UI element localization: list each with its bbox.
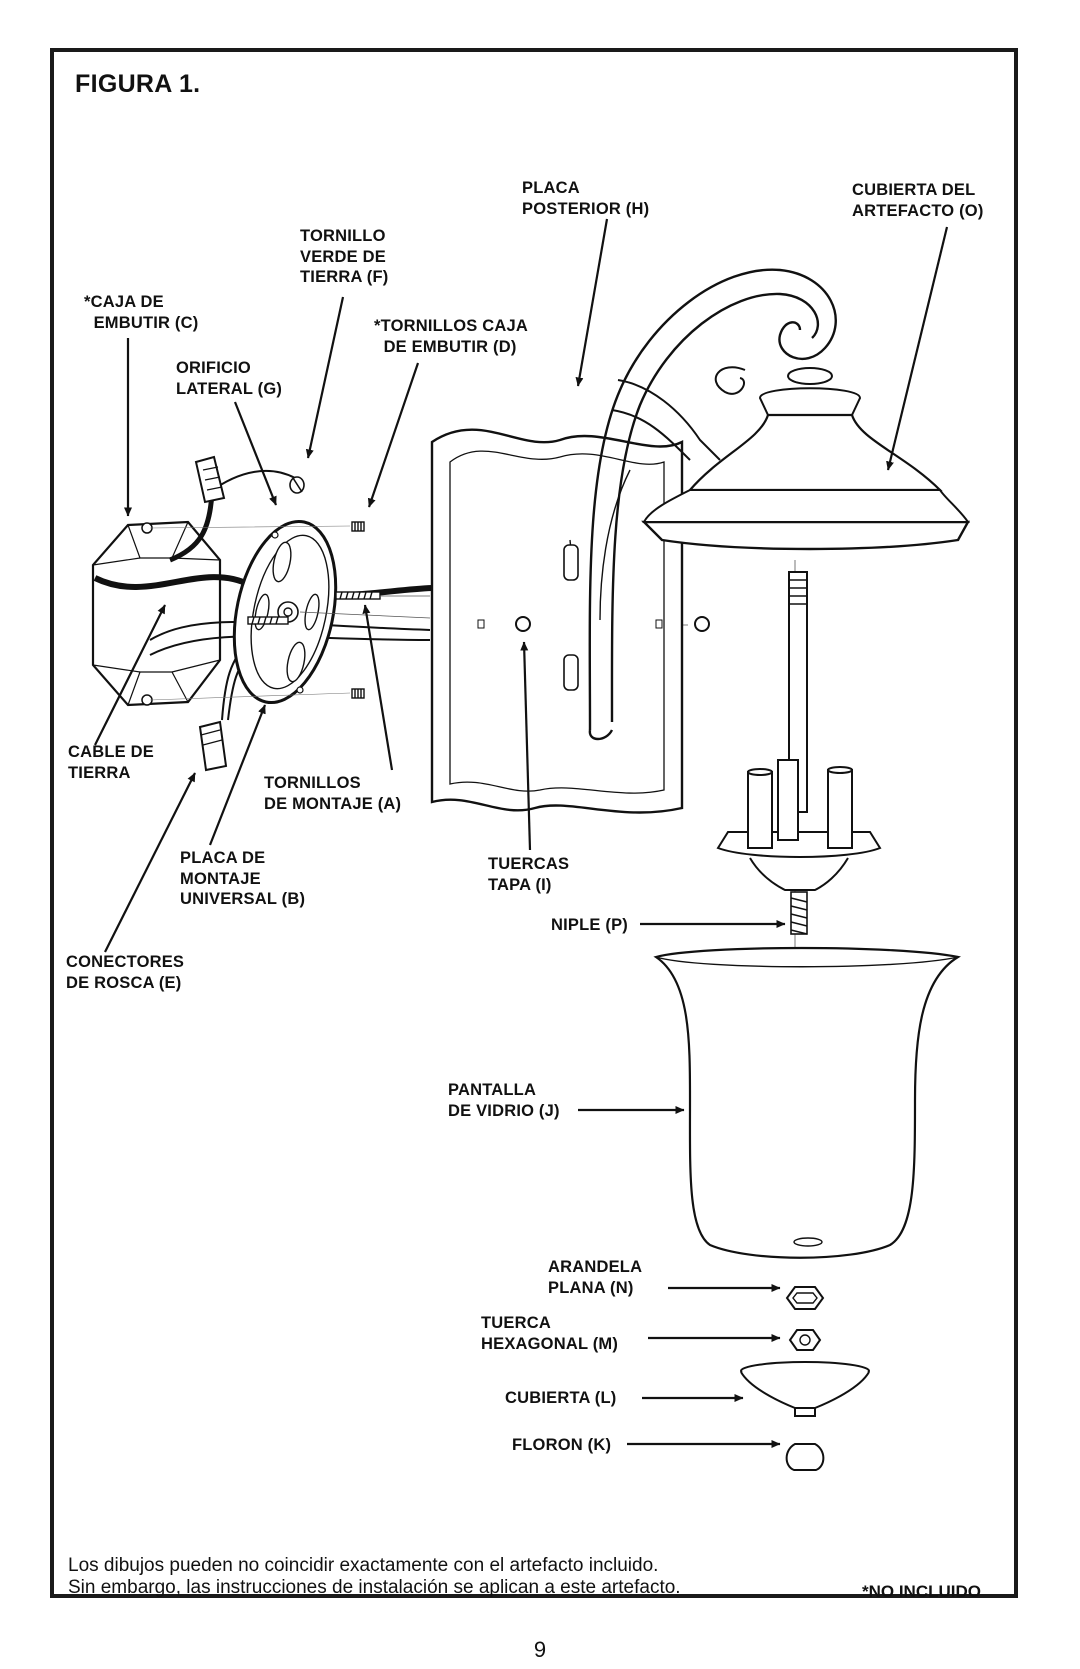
label-orificio-lateral: ORIFICIO LATERAL (G) [176,359,283,398]
glass-shade [653,946,961,1259]
label-placa-montaje: PLACA DE MONTAJE UNIVERSAL (B) [180,849,306,908]
label-arandela: ARANDELA PLANA (N) [548,1258,643,1297]
label-tornillos-caja: *TORNILLOS CAJA DE EMBUTIR (D) [374,317,528,356]
label-cubierta-l: CUBIERTA (L) [505,1389,617,1407]
outlet-box-screws [149,521,365,701]
label-tuerca-hex: TUERCA HEXAGONAL (M) [481,1314,619,1353]
fixture-canopy [641,367,971,551]
label-niple: NIPLE (P) [551,916,628,934]
label-placa-posterior: PLACA POSTERIOR (H) [522,179,650,218]
green-ground-screw [289,476,305,494]
center-rod [788,571,808,813]
disclaimer-line-1: Los dibujos pueden no coincidir exactame… [68,1555,659,1576]
mounting-plate [232,519,338,705]
figure-frame [50,48,1018,1598]
label-cubierta-artefacto: CUBIERTA DEL ARTEFACTO (O) [852,181,984,220]
cover-cap [740,1361,870,1417]
disclaimer-line-2: Sin embargo, las instrucciones de instal… [68,1577,681,1598]
flat-washer [785,1286,825,1310]
label-conectores: CONECTORES DE ROSCA (E) [66,953,185,992]
label-floron: FLORON (K) [512,1436,612,1454]
mounting-screws [247,591,381,625]
arm-scroll [563,268,837,741]
wire-connectors [194,455,228,772]
nipple [790,891,808,935]
label-caja-embutir: *CAJA DE EMBUTIR (C) [84,293,199,332]
label-pantalla: PANTALLA DE VIDRIO (J) [448,1081,560,1120]
junction-box [91,520,222,707]
figure-title: FIGURA 1. [75,70,201,98]
label-tuercas-tapa: TUERCAS TAPA (I) [488,855,570,894]
label-tornillo-verde: TORNILLO VERDE DE TIERRA (F) [300,227,389,286]
hex-nut [788,1329,822,1351]
label-tornillos-montaje: TORNILLOS DE MONTAJE (A) [264,774,402,813]
disclaimer-note: Los dibujos pueden no coincidir exactame… [68,1555,681,1599]
finial [785,1443,825,1471]
backplate [430,428,710,814]
leader-lines [94,218,949,1448]
not-included-note: *NO INCLUIDO [862,1582,981,1601]
page-number: 9 [533,1637,547,1662]
label-cable-tierra: CABLE DE TIERRA [68,743,154,782]
candle-cluster [716,759,882,891]
